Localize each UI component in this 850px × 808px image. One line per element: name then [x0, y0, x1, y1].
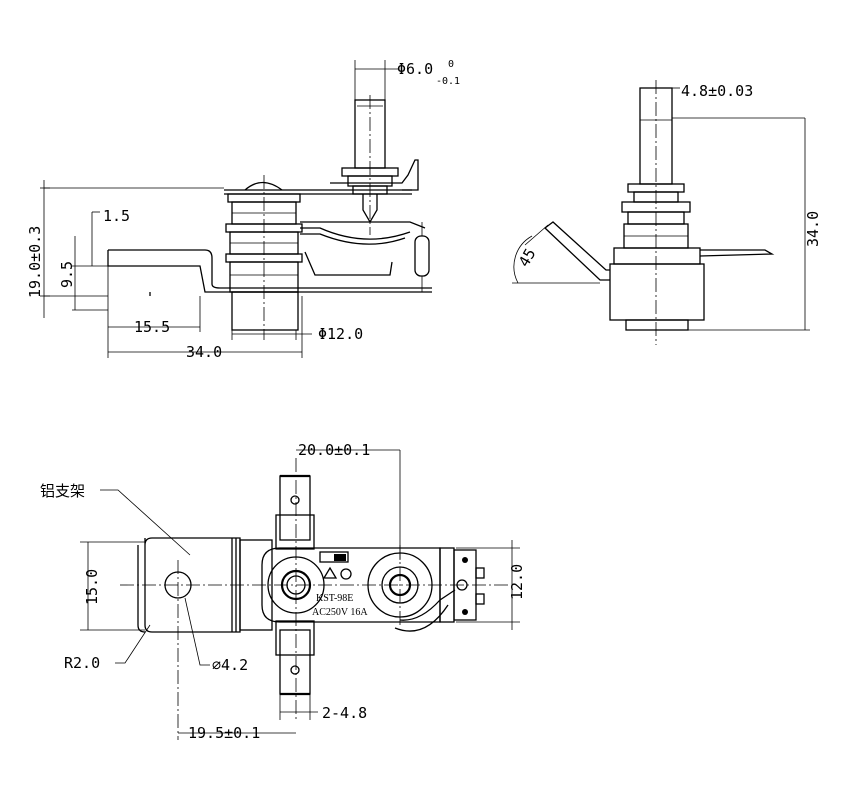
terminal-top: [279, 475, 311, 541]
body-diameter-label: Φ12.0: [318, 325, 363, 343]
side-view: [40, 60, 432, 358]
total-height-label: 19.0±0.3: [26, 226, 44, 298]
shaft-tolerance-upper: 0: [448, 59, 454, 70]
shaft-tolerance-lower: -0.1: [436, 76, 460, 87]
bracket-height-label: 9.5: [58, 261, 76, 288]
terminal-spacing-label: 20.0±0.1: [298, 441, 370, 459]
shaft-diameter-label: Φ6.0: [397, 60, 433, 78]
model-label: KST-98E: [316, 593, 353, 604]
front-total-height-label: 34.0: [804, 211, 822, 247]
top-view: [80, 449, 520, 740]
overall-length-label: 34.0: [186, 343, 222, 361]
rating-label: AC250V 16A: [312, 607, 368, 618]
hole-diameter-label: ⌀4.2: [212, 656, 248, 674]
front-shaft-dia-label: 4.8±0.03: [681, 82, 753, 100]
bracket-thickness-label: 1.5: [103, 207, 130, 225]
hole-offset-label: 19.5±0.1: [188, 724, 260, 742]
bracket-width-label: 15.0: [83, 569, 101, 605]
front-view: [512, 80, 810, 345]
corner-radius-label: R2.0: [64, 654, 100, 672]
terminal-block-width-label: 12.0: [508, 564, 526, 600]
bracket-length-label: 15.5: [134, 318, 170, 336]
terminal-bottom: [279, 629, 311, 695]
bracket-material-label: 铝支架: [40, 482, 85, 500]
terminal-width-label: 2-4.8: [322, 704, 367, 722]
